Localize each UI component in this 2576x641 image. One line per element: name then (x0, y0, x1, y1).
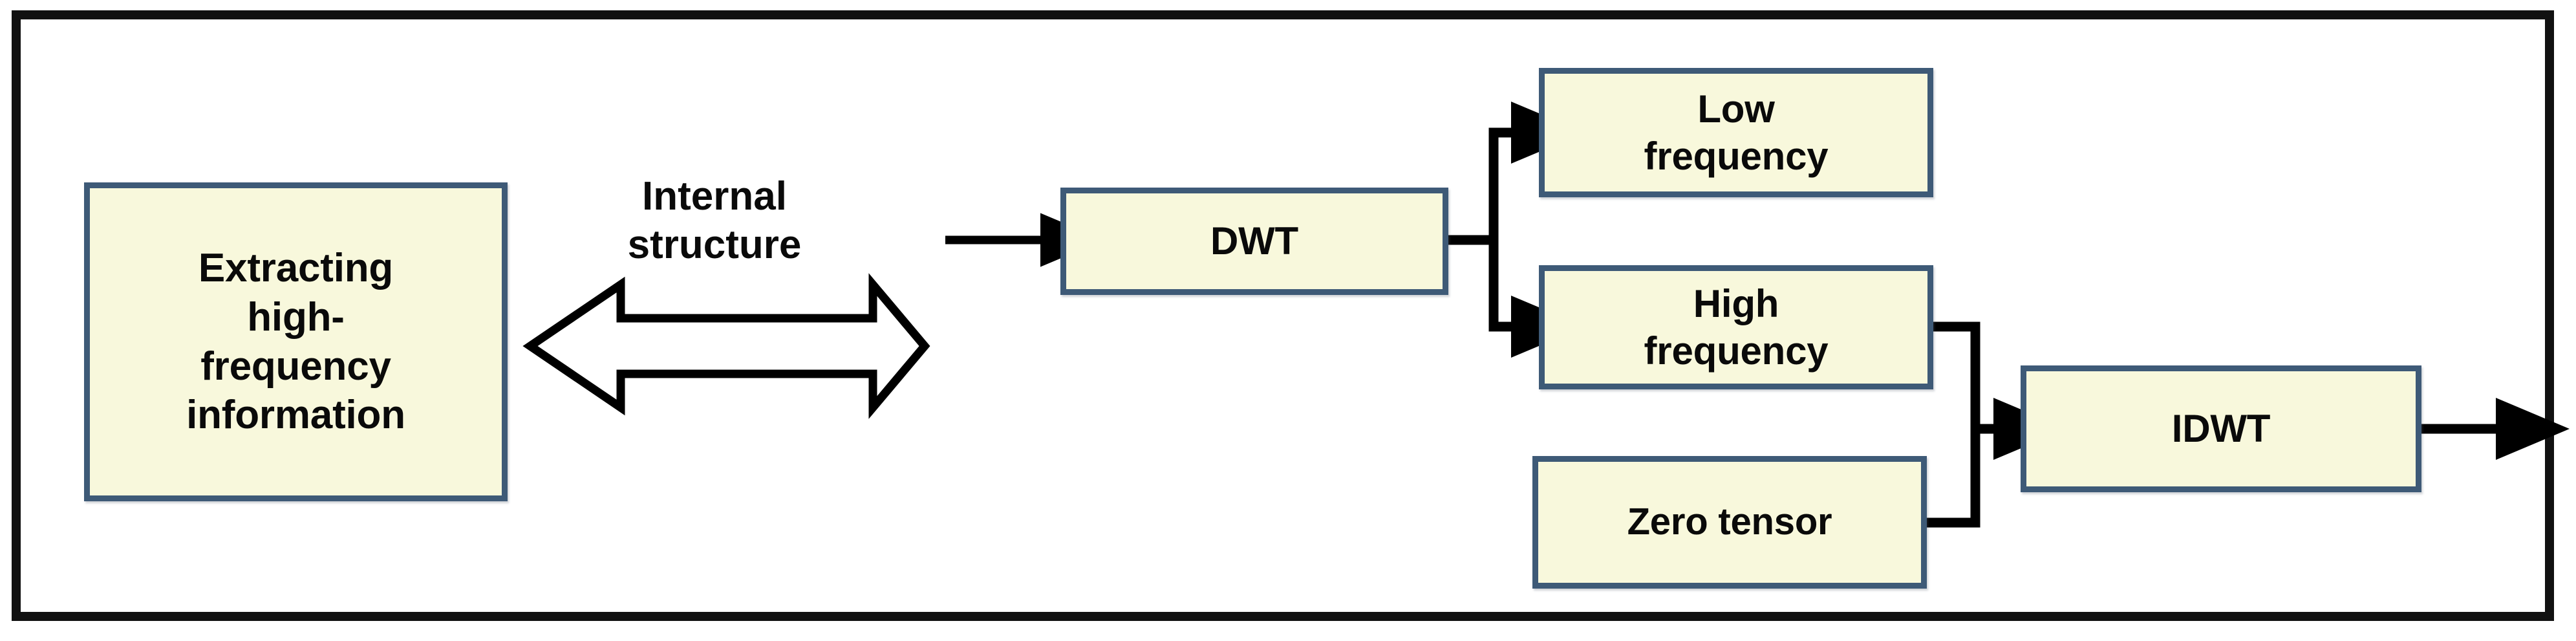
node-label: DWT (1210, 219, 1298, 263)
caption-text: Internal structure (627, 173, 802, 268)
node-label: Low frequency (1644, 87, 1829, 178)
caption-internal-structure: Internal structure (501, 123, 928, 270)
node-label: IDWT (2171, 407, 2271, 451)
node-low-frequency[interactable]: Low frequency (1539, 68, 1933, 197)
node-extracting-high-frequency-information[interactable]: Extracting high- frequency information (84, 182, 508, 501)
node-idwt[interactable]: IDWT (2021, 365, 2421, 492)
node-label: Zero tensor (1627, 501, 1832, 543)
node-high-frequency[interactable]: High frequency (1539, 265, 1933, 389)
node-label: High frequency (1644, 281, 1829, 373)
node-label: Extracting high- frequency information (186, 246, 405, 438)
node-dwt[interactable]: DWT (1060, 188, 1448, 295)
node-zero-tensor[interactable]: Zero tensor (1532, 456, 1927, 589)
